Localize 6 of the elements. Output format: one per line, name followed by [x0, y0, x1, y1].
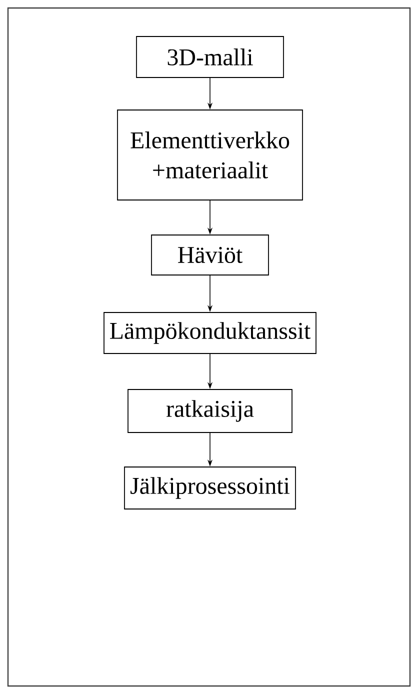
process-box: 3D-malli	[136, 36, 284, 78]
process-box: Jälkiprosessointi	[124, 466, 296, 510]
process-box: Elementtiverkko +materiaalit	[117, 110, 303, 200]
process-box: ratkaisija	[128, 389, 292, 433]
process-box: Lämpökonduktanssit	[104, 312, 316, 354]
process-box: Häviöt	[151, 234, 269, 276]
